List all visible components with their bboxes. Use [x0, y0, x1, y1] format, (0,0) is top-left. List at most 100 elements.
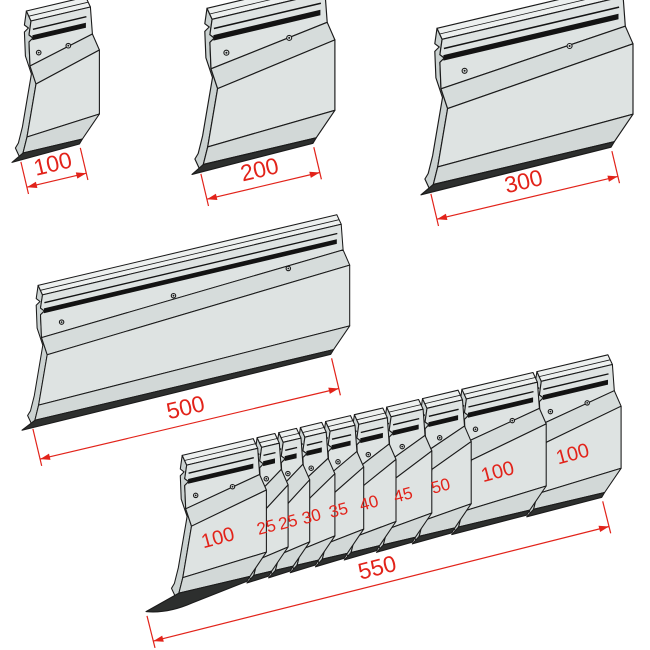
punch-500-groove-band: [43, 239, 337, 314]
punch-500-pin-button-center-2: [172, 294, 175, 297]
segment-punch-5-groove-band: [360, 432, 383, 444]
segment-punch-6-tip-edge: [375, 536, 416, 553]
punch-200-pin-button-center-2: [288, 36, 291, 39]
punch-500-pin-button-center-3: [287, 267, 290, 270]
segment-punch-6-top-step-line: [388, 404, 422, 413]
segment-width-label-7: 50: [429, 474, 452, 497]
segment-punch-6-groove-line: [392, 417, 420, 426]
segment-punch-1-groove-line: [263, 451, 276, 457]
punch-200-dimension-arrow-right: [309, 171, 320, 178]
punch-200-dimension-line: [206, 171, 320, 200]
segment-punch-2-tip-edge: [268, 565, 294, 579]
segment-width-label-1: 25: [255, 516, 278, 539]
segment-punch-9-tip-edge: [526, 491, 606, 518]
punch-500: [21, 214, 351, 431]
segment-punch-9-groove-band: [542, 379, 608, 400]
segment-punch-5-groove-line: [360, 426, 384, 434]
punch-300-groove-band: [443, 13, 619, 61]
punch-100-top-step-line: [28, 1, 89, 17]
segment-punch-5: [343, 407, 397, 561]
segment-set-total-dimension-line: [153, 525, 610, 642]
segment-punch-0-tang-face: [184, 447, 261, 510]
segment-punch-7-pin-button-center-1: [438, 436, 441, 439]
segment-punch-7-top-step-line: [424, 394, 461, 404]
punch-100: [11, 0, 100, 163]
segment-punch-7-tip-edge: [411, 527, 456, 545]
segment-punch-3-pin-button-center-1: [310, 467, 313, 470]
punch-200: [191, 0, 336, 175]
segment-punch-4-pin-button-center-1: [337, 460, 339, 463]
segment-punch-3-groove-band: [306, 447, 322, 456]
punch-100-dimension-arrow-left: [26, 181, 38, 188]
punch-300-tip-edge: [420, 141, 615, 196]
segment-punch-0: [145, 438, 267, 613]
segment-punch-0-tip-edge: [145, 575, 251, 613]
punch-200-groove-line: [213, 2, 322, 30]
punch-200-groove-band: [213, 9, 321, 41]
punch-300-dimension-line: [436, 175, 619, 220]
punch-200-dimension-ext-line-2: [313, 147, 322, 180]
punch-300-top-step-line: [439, 0, 586, 35]
segment-set-total-dimension-ext-line-1: [146, 615, 156, 649]
punch-100-pin-button-center-1: [37, 51, 40, 54]
punch-100-dimension-arrow-right: [75, 172, 87, 179]
segment-punch-9-top-step-line: [539, 359, 611, 377]
punch-200-pin-button-center-1: [225, 51, 228, 54]
punch-500-dimension-label: 500: [164, 390, 207, 424]
segment-width-label-3: 30: [300, 505, 323, 528]
segment-punch-4-top-step-line: [327, 420, 353, 427]
punch-200-dimension-ext-line-1: [200, 173, 210, 207]
punch-100-tang-face: [28, 6, 93, 67]
punch-100-groove-line: [32, 16, 87, 30]
segment-width-label-6: 45: [391, 483, 414, 506]
punch-100-dimension: 100: [20, 147, 89, 195]
segment-punch-5-pin-button-center-1: [367, 453, 370, 456]
segment-punch-8-tip-edge: [451, 509, 531, 536]
segment-punch-0-groove-band: [188, 463, 254, 484]
punch-300: [420, 0, 634, 196]
segment-punch-1-tip-edge: [246, 570, 273, 584]
segment-punch-8-groove-band: [467, 397, 534, 418]
segment-punch-3-tip-edge: [289, 559, 319, 574]
punch-300-tang-face: [439, 0, 626, 90]
punch-300-groove-line: [443, 6, 620, 50]
segment-punch-9-pin-button-center-2: [586, 402, 589, 404]
segment-punch-0-pin-button-center-2: [231, 485, 234, 488]
punch-300-dimension-arrow-left: [436, 213, 448, 220]
punch-500-dimension-arrow-left: [40, 453, 51, 460]
segment-punch-9-pin-button-center-1: [549, 410, 552, 413]
punch-300-dimension-ext-line-2: [611, 150, 621, 184]
punch-100-tip-edge: [11, 138, 83, 163]
segment-width-label-5: 40: [357, 491, 380, 514]
segment-width-label-4: 35: [327, 499, 350, 522]
segment-punch-2-top-step-line: [281, 433, 299, 438]
segment-punch-8-pin-button-center-2: [511, 419, 514, 422]
punch-100-groove-band: [32, 22, 86, 41]
segment-punch-6-groove-band: [392, 424, 419, 436]
punch-300-dimension-ext-line-1: [430, 193, 440, 227]
segment-punch-2-groove-line: [285, 446, 298, 451]
punch-200-top-step-line: [209, 0, 271, 15]
segment-set-total-dimension-arrow-right: [598, 525, 609, 532]
segment-punch-7: [411, 389, 472, 545]
punch-300-pin-button-center-1: [463, 69, 466, 72]
segment-punch-1-groove-band: [263, 458, 275, 467]
segment-width-label-2: 25: [276, 511, 299, 534]
segment-punch-8-groove-line: [468, 390, 534, 408]
segment-punch-3-top-step-line: [302, 427, 325, 433]
punch-500-tang-face: [39, 223, 344, 339]
punch-500-groove-line: [44, 232, 338, 304]
punch-500-dimension-ext-line-1: [32, 428, 43, 467]
segment-punch-8-top-step-line: [464, 377, 536, 395]
segment-punch-1-top-step-line: [259, 438, 278, 444]
segment-set-total-dimension-arrow-left: [153, 635, 164, 642]
punch-500-dimension-line: [39, 387, 339, 460]
segment-punch-2-groove-band: [284, 453, 297, 461]
segment-punch-4-tip-edge: [314, 552, 348, 568]
punch-500-pin-button-center-1: [60, 321, 63, 323]
punch-100-dimension-ext-line-1: [20, 161, 30, 195]
punch-100-pin-button-center-2: [67, 44, 70, 47]
segment-punch-7-groove-band: [428, 415, 459, 427]
segment-punch-3-groove-line: [306, 440, 323, 446]
